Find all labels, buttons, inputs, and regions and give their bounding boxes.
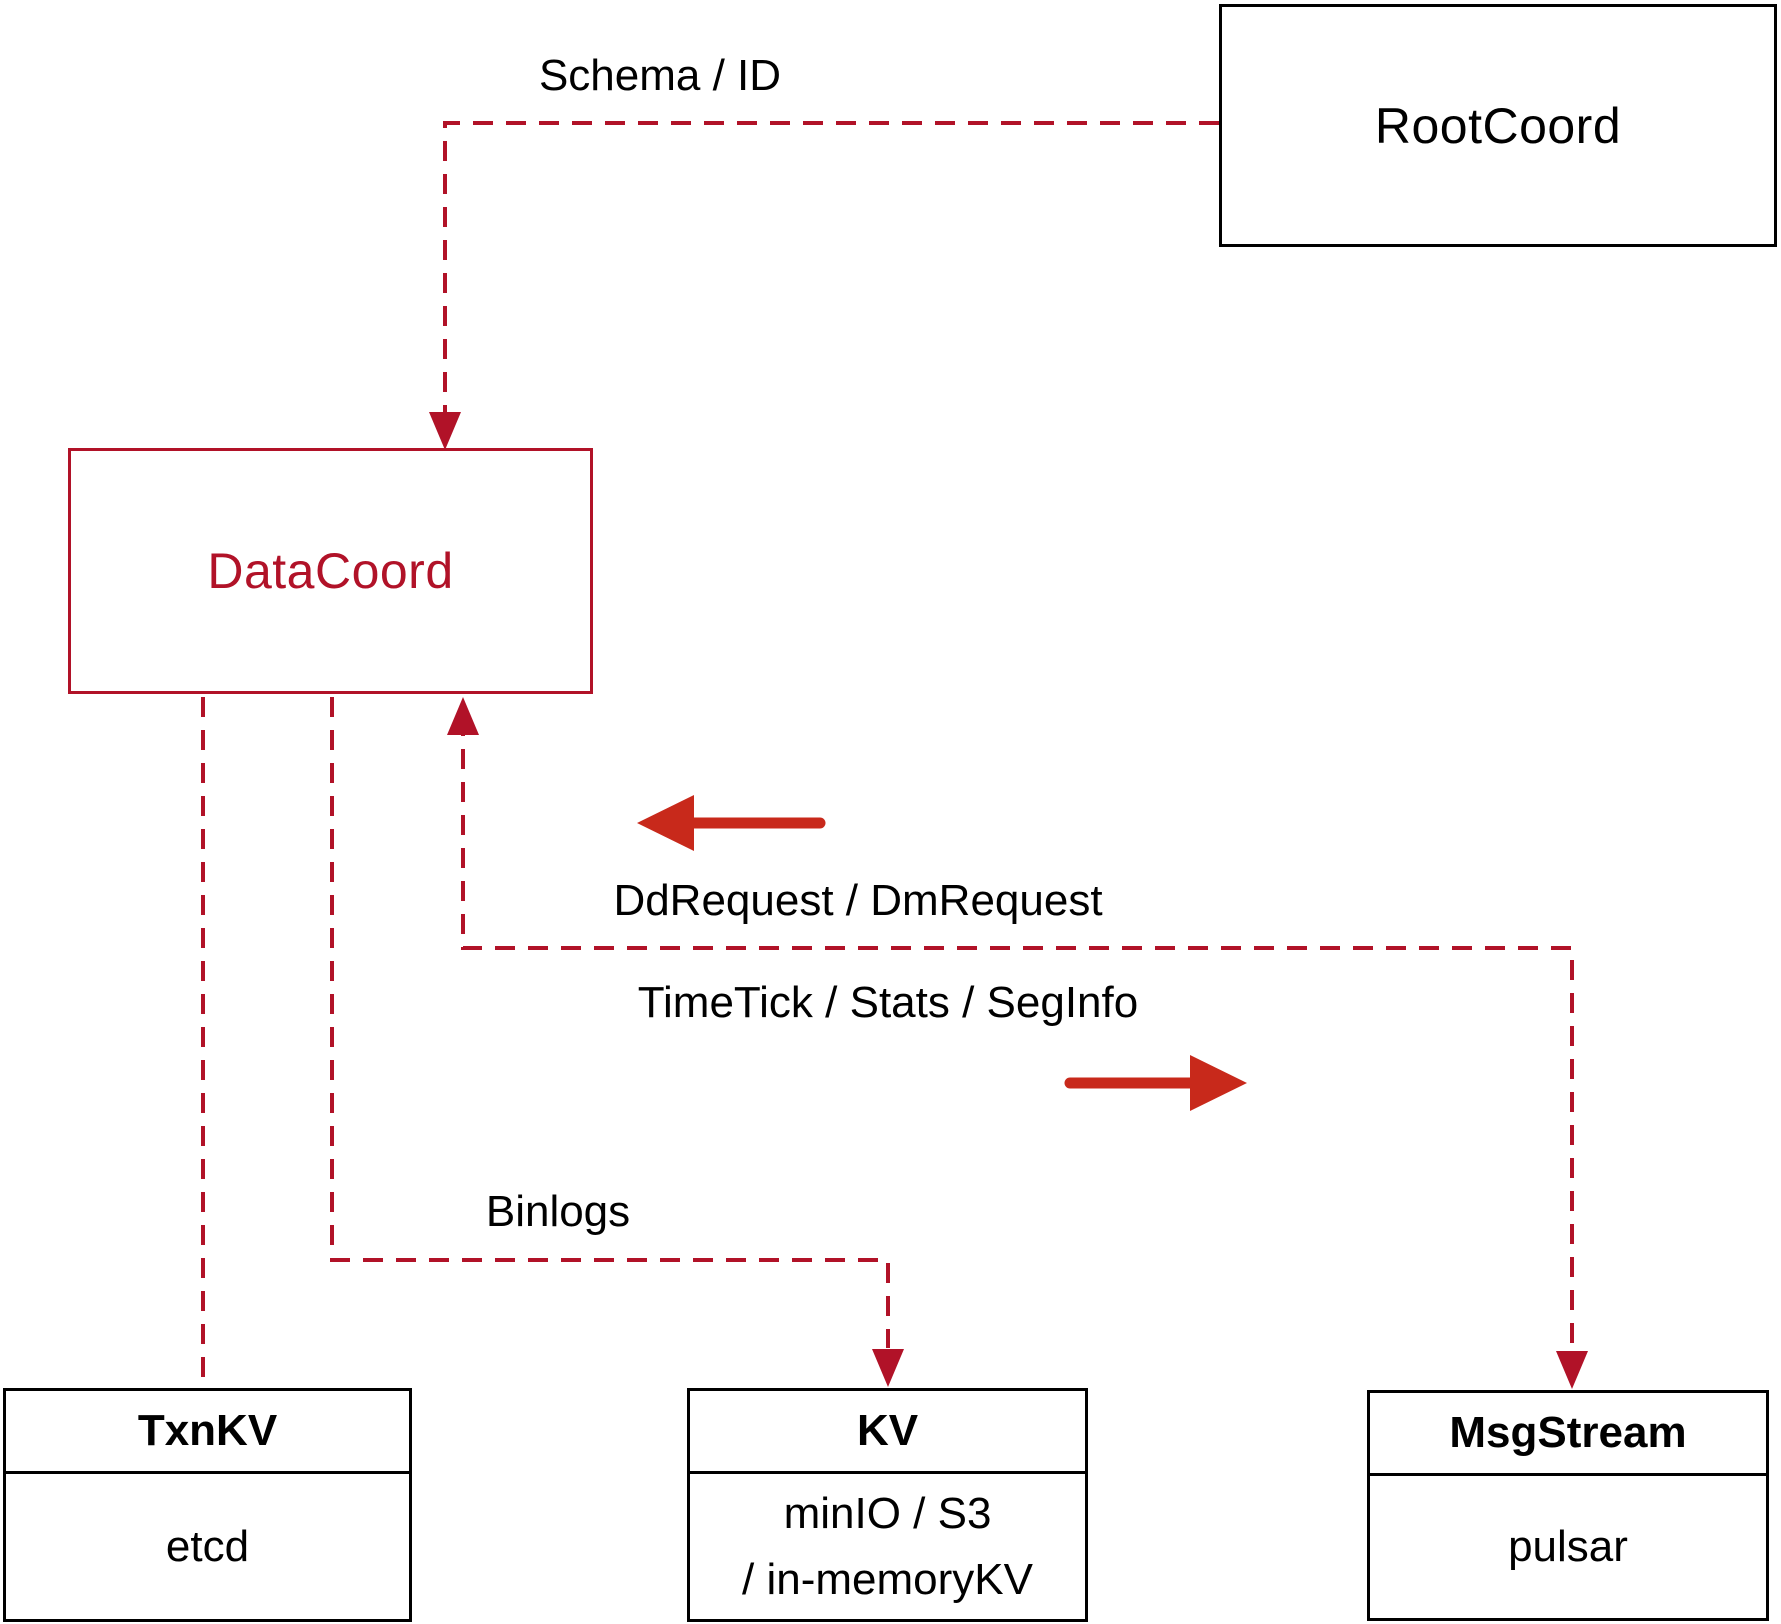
node-rootcoord: RootCoord: [1219, 4, 1777, 247]
node-msgstream: MsgStream pulsar: [1367, 1390, 1769, 1621]
label-timetick-stats-seginfo: TimeTick / Stats / SegInfo: [637, 978, 1139, 1027]
node-txnkv: TxnKV etcd: [3, 1388, 412, 1622]
datacoord-title: DataCoord: [207, 543, 454, 599]
arrowhead-down-datacoord-top-icon: [429, 412, 461, 450]
connector-ddrequest-timetick: [461, 716, 1574, 1348]
arrowhead-up-datacoord-bottom-icon: [447, 697, 479, 735]
node-kv: KV minIO / S3 / in-memoryKV: [687, 1388, 1088, 1622]
arrowhead-down-msgstream-top-icon: [1556, 1351, 1588, 1389]
rootcoord-title: RootCoord: [1374, 97, 1622, 154]
msgstream-subtitle: pulsar: [1508, 1522, 1628, 1571]
flow-arrow-left-icon: [637, 795, 694, 851]
node-datacoord: DataCoord: [68, 448, 593, 694]
label-binlogs: Binlogs: [485, 1187, 631, 1236]
connector-schema-id: [443, 121, 1219, 428]
arrowhead-down-kv-top-icon: [872, 1349, 904, 1387]
kv-title: KV: [690, 1391, 1085, 1474]
txnkv-title: TxnKV: [6, 1391, 409, 1474]
connector-binlogs: [330, 697, 890, 1348]
msgstream-title: MsgStream: [1370, 1393, 1766, 1476]
kv-subtitle-line2: / in-memoryKV: [742, 1554, 1033, 1604]
flow-arrow-right-icon: [1190, 1055, 1247, 1111]
txnkv-subtitle: etcd: [165, 1521, 250, 1571]
kv-subtitle-line1: minIO / S3: [783, 1488, 992, 1538]
label-ddrequest-dmrequest: DdRequest / DmRequest: [613, 876, 1103, 925]
label-schema-id: Schema / ID: [538, 51, 782, 100]
